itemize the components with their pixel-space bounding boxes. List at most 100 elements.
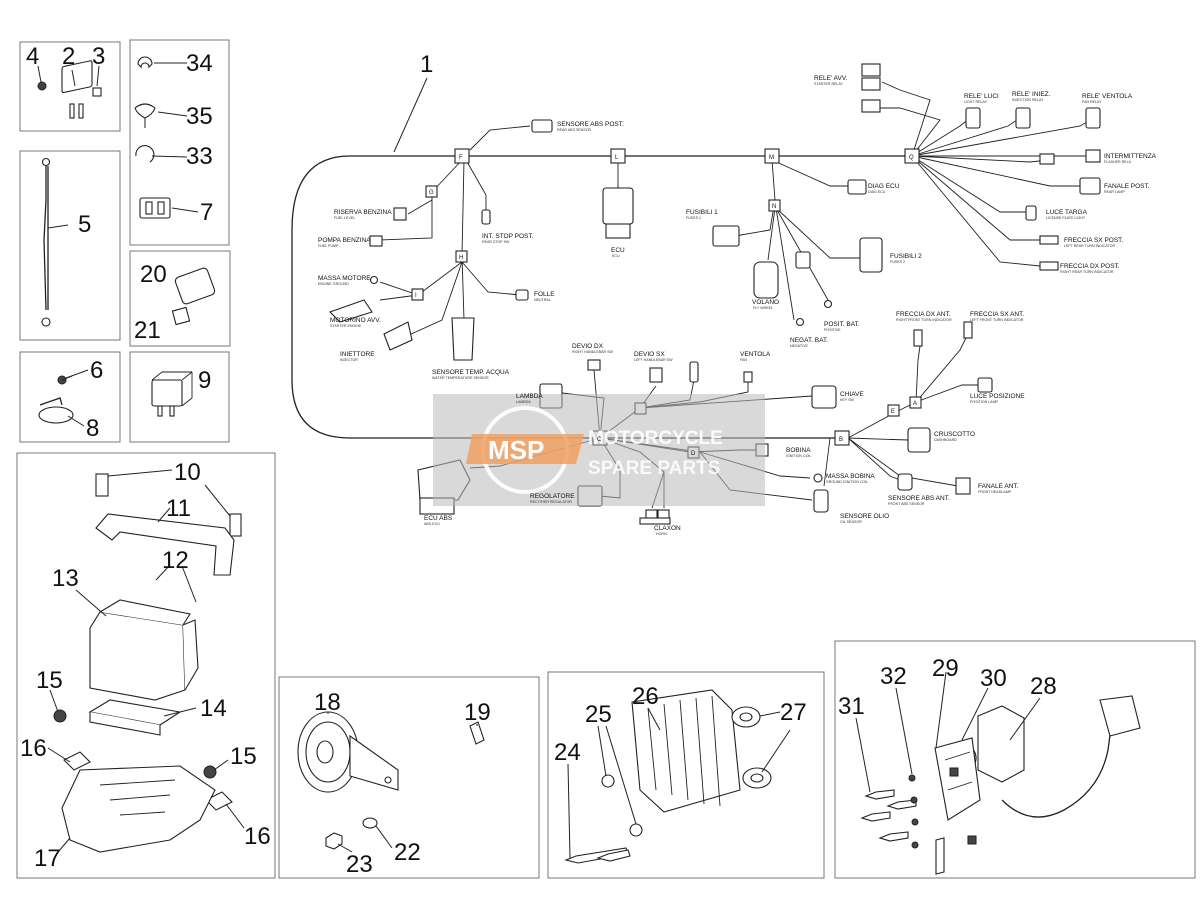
callout-26: 26: [632, 683, 659, 710]
label-freccia-sx-post: FRECCIA SX POST.: [1064, 237, 1123, 244]
callout-12: 12: [162, 547, 189, 574]
label-fanale-post: FANALE POST.: [1104, 183, 1150, 190]
label-folle-en: NEUTRAL: [534, 298, 551, 302]
callout-13: 13: [52, 565, 79, 592]
label-fusibili-2-en: FUSES 2: [890, 260, 905, 264]
label-regolatore: REGOLATORE: [530, 493, 575, 500]
label-iniettore: INIETTORE: [340, 351, 375, 358]
label-rele-luci: RELE' LUCI: [964, 93, 999, 100]
label-luce-targa: LUCE TARGA: [1046, 209, 1088, 216]
callout-33: 33: [186, 143, 213, 170]
label-rele-ventola: RELE' VENTOLA: [1082, 93, 1133, 100]
connector-letters: F L M G H I N Q B D C A E: [415, 155, 917, 457]
callout-22: 22: [394, 839, 421, 866]
label-devio-sx: DEVIO SX: [634, 351, 665, 358]
callout-14: 14: [200, 695, 227, 722]
label-freccia-dx-post: FRECCIA DX POST.: [1060, 263, 1120, 270]
label-freccia-dx-ant: FRECCIA DX ANT.: [896, 311, 951, 318]
label-pompa-benzina-en: FUEL PUMP: [318, 244, 339, 248]
connector-letter: L: [615, 155, 619, 161]
label-luce-posizione: LUCE POSIZIONE: [970, 393, 1025, 400]
label-posit-bat: POSIT. BAT.: [824, 321, 860, 328]
callout-20: 20: [140, 261, 167, 288]
callout-numbers: 1 2 3 4 5 6 7 8 9 10 11 12 13 14 15 15 1…: [20, 43, 1057, 878]
clip-group: [134, 56, 171, 219]
callout-3: 3: [92, 43, 105, 70]
label-rele-avv: RELE' AVV.: [814, 75, 848, 82]
label-freccia-sx-post-en: LEFT REAR TURN INDICATOR: [1064, 244, 1115, 248]
label-cruscotto: CRUSCOTTO: [934, 431, 975, 438]
label-motorino-avv-en: STARTER ENGINE: [330, 324, 362, 328]
callout-35: 35: [186, 103, 213, 130]
label-iniettore-en: INJECTOR: [340, 358, 358, 362]
label-ecu-en: ECU: [612, 254, 620, 258]
label-negat-bat: NEGAT. BAT.: [790, 337, 828, 344]
callout-25: 25: [585, 701, 612, 728]
callout-9: 9: [198, 367, 211, 394]
label-bobina-en: IGNITION COIL: [786, 454, 811, 458]
label-bobina: BOBINA: [786, 447, 811, 454]
label-fusibili-2: FUSIBILI 2: [890, 253, 922, 260]
callout-15b: 15: [230, 743, 257, 770]
ground-cable-part: [41, 157, 51, 327]
ignition-coil-group: [860, 695, 1141, 875]
label-folle: FOLLE: [534, 291, 555, 298]
label-devio-dx: DEVIO DX: [572, 343, 604, 350]
label-freccia-sx-ant: FRECCIA SX ANT.: [970, 311, 1024, 318]
label-rele-iniez-en: INJECTION RELAY: [1012, 98, 1044, 102]
callout-32: 32: [880, 663, 907, 690]
callout-31: 31: [838, 693, 865, 720]
label-intermittenza-en: FLASHER RELA: [1104, 160, 1132, 164]
watermark-logo: MSP: [488, 435, 544, 465]
callout-2: 2: [62, 43, 75, 70]
label-volano: VOLANO: [752, 299, 779, 306]
label-rele-luci-en: LIGHT RELAY: [964, 100, 988, 104]
relay-small-group: [37, 60, 102, 119]
label-intermittenza: INTERMITTENZA: [1104, 153, 1157, 160]
connector-letter: F: [459, 155, 463, 161]
label-freccia-dx-post-en: RIGHT REAR TURN INDICATOR: [1060, 270, 1114, 274]
label-ecu-abs-en: ABS ECU: [424, 522, 440, 526]
connector-letter: N: [772, 204, 776, 210]
label-diag-ecu: DIAG ECU: [868, 183, 900, 190]
label-volano-en: FLY WHEEL: [753, 306, 773, 310]
label-posit-bat-en: POSITIVE: [824, 328, 841, 332]
label-sensore-abs-ant: SENSORE ABS ANT.: [888, 495, 950, 502]
label-ventola: VENTOLA: [740, 351, 771, 358]
callout-6: 6: [90, 357, 103, 384]
harness-labels: SENSORE ABS POST. REAR ABS SENSOR RELE' …: [318, 75, 1157, 536]
label-riserva-benzina: RISERVA BENZINA: [334, 209, 392, 216]
label-lambda: LAMBDA: [516, 393, 543, 400]
callout-27: 27: [780, 699, 807, 726]
label-freccia-dx-ant-en: RIGHT FRONT TURN INDICATOR: [896, 318, 952, 322]
label-rele-iniez: RELE' INIEZ.: [1012, 91, 1051, 98]
label-ventola-en: FAN: [740, 358, 747, 362]
connector-letter: C: [597, 437, 602, 443]
label-chiave-en: KEY SW: [840, 398, 855, 402]
label-pompa-benzina: POMPA BENZINA: [318, 237, 371, 244]
connector-letter: A: [913, 401, 917, 407]
callout-30: 30: [980, 665, 1007, 692]
battery-group: [53, 473, 242, 853]
callout-4: 4: [26, 43, 39, 70]
label-riserva-benzina-en: FUEL LEVEL: [334, 216, 355, 220]
watermark-line2: SPARE PARTS: [588, 458, 720, 479]
label-negat-bat-en: NEGATIVE: [790, 344, 809, 348]
regulator-group: [564, 689, 772, 864]
label-ecu-abs: ECU ABS: [424, 515, 453, 522]
label-chiave: CHIAVE: [840, 391, 864, 398]
label-sensore-olio-en: OIL SENSOR: [840, 520, 862, 524]
connector-letter: I: [415, 293, 417, 299]
callout-23: 23: [346, 851, 373, 878]
label-fanale-ant: FANALE ANT.: [978, 483, 1019, 490]
callout-28: 28: [1030, 673, 1057, 700]
connector-letter: B: [839, 437, 843, 443]
connector-letter: G: [429, 190, 434, 196]
label-freccia-sx-ant-en: LEFT FRONT TURN INDICATOR: [970, 318, 1024, 322]
label-rele-ventola-en: FAN RELAY: [1082, 100, 1102, 104]
callout-16b: 16: [244, 823, 271, 850]
label-ecu: ECU: [611, 247, 625, 254]
label-int-stop-post-en: REAR STOP SW: [482, 240, 510, 244]
callout-21: 21: [134, 317, 161, 344]
